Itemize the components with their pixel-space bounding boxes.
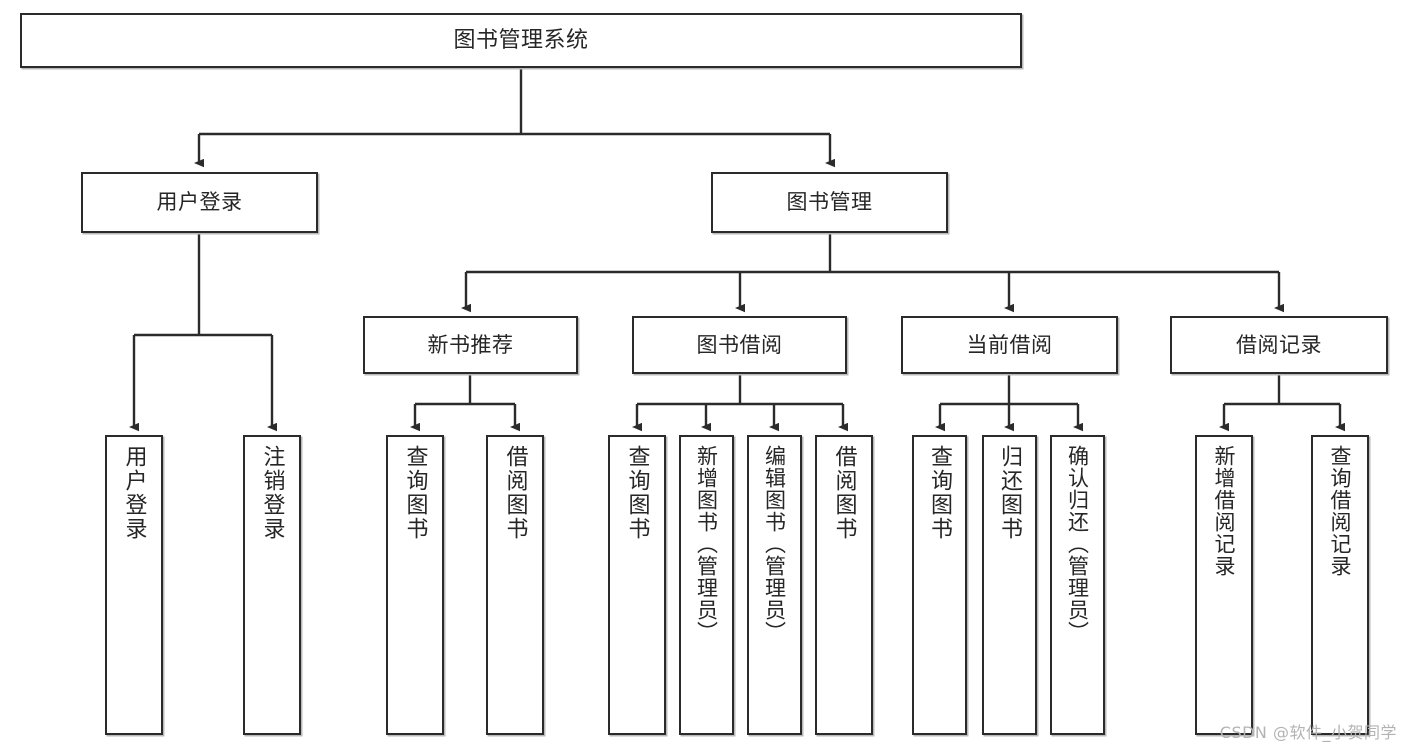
node-root-book-management-system[interactable]: 图书管理系统 xyxy=(20,13,1022,68)
node-label: 查询借阅记录 xyxy=(1328,445,1353,577)
node-label: 当前借阅 xyxy=(966,332,1053,357)
node-leaf-query-book-borrow[interactable]: 查询图书 xyxy=(608,435,666,735)
node-label: 图书管理系统 xyxy=(453,27,589,53)
node-leaf-user-login[interactable]: 用户登录 xyxy=(105,435,163,735)
node-label: 新书推荐 xyxy=(427,332,514,357)
node-label: 编辑图书（管理员） xyxy=(762,445,787,643)
node-leaf-query-book-recommend[interactable]: 查询图书 xyxy=(386,435,444,735)
node-leaf-edit-book-admin[interactable]: 编辑图书（管理员） xyxy=(747,435,802,735)
node-book-management[interactable]: 图书管理 xyxy=(711,172,948,233)
node-leaf-add-book-admin[interactable]: 新增图书（管理员） xyxy=(679,435,734,735)
node-leaf-add-borrow-record[interactable]: 新增借阅记录 xyxy=(1195,435,1253,735)
node-leaf-borrow-book-recommend[interactable]: 借阅图书 xyxy=(486,435,544,735)
node-current-borrow[interactable]: 当前借阅 xyxy=(901,316,1118,374)
node-label: 用户登录 xyxy=(156,190,243,215)
node-label: 确认归还（管理员） xyxy=(1065,445,1090,643)
node-label: 查询图书 xyxy=(402,445,428,541)
node-label: 用户登录 xyxy=(121,445,147,541)
node-leaf-return-book[interactable]: 归还图书 xyxy=(982,435,1037,735)
node-leaf-user-logout[interactable]: 注销登录 xyxy=(243,435,301,735)
node-new-book-recommend[interactable]: 新书推荐 xyxy=(363,316,578,374)
node-leaf-query-borrow-record[interactable]: 查询借阅记录 xyxy=(1311,435,1369,735)
node-leaf-borrow-book[interactable]: 借阅图书 xyxy=(815,435,873,735)
node-borrow-record[interactable]: 借阅记录 xyxy=(1170,316,1388,374)
node-label: 图书管理 xyxy=(786,190,873,215)
node-user-login[interactable]: 用户登录 xyxy=(81,172,318,233)
node-leaf-query-book-current[interactable]: 查询图书 xyxy=(912,435,967,735)
node-label: 借阅记录 xyxy=(1236,332,1322,357)
node-label: 查询图书 xyxy=(927,445,953,541)
node-label: 借阅图书 xyxy=(502,445,528,541)
node-book-borrow[interactable]: 图书借阅 xyxy=(632,316,847,374)
node-label: 注销登录 xyxy=(259,445,285,541)
node-label: 图书借阅 xyxy=(696,332,783,357)
node-label: 新增图书（管理员） xyxy=(694,445,719,643)
node-label: 归还图书 xyxy=(997,445,1023,541)
node-label: 借阅图书 xyxy=(831,445,857,541)
csdn-watermark: CSDN @软件_小贺同学 xyxy=(1219,723,1397,742)
node-leaf-confirm-return-admin[interactable]: 确认归还（管理员） xyxy=(1050,435,1105,735)
node-label: 查询图书 xyxy=(624,445,650,541)
node-label: 新增借阅记录 xyxy=(1212,445,1237,577)
